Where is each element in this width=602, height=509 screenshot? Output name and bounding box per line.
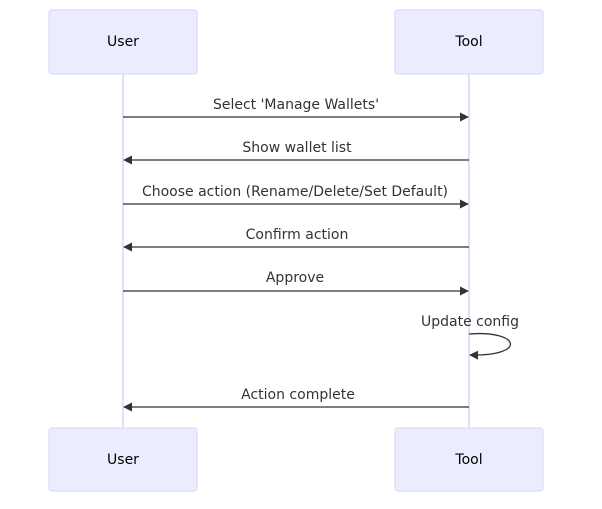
message-label: Select 'Manage Wallets' bbox=[213, 97, 379, 113]
actor-box bbox=[394, 9, 544, 75]
message: Action complete bbox=[123, 387, 469, 412]
message-label: Action complete bbox=[241, 387, 355, 403]
message-label: Confirm action bbox=[246, 227, 349, 243]
message: Approve bbox=[123, 270, 469, 296]
message-label: Choose action (Rename/Delete/Set Default… bbox=[142, 184, 448, 200]
message: Confirm action bbox=[123, 227, 469, 252]
actor-label: User bbox=[107, 34, 139, 50]
message-label: Update config bbox=[421, 314, 519, 330]
message-label: Approve bbox=[266, 270, 324, 286]
actor-label: Tool bbox=[454, 34, 482, 50]
self-message: Update config bbox=[421, 314, 519, 360]
tool-actor-bottom: Tool bbox=[394, 427, 544, 492]
message: Choose action (Rename/Delete/Set Default… bbox=[123, 184, 469, 209]
self-loop-arrow bbox=[468, 332, 512, 360]
actor-box bbox=[48, 427, 198, 492]
user-actor-bottom: User bbox=[48, 427, 198, 492]
actor-box bbox=[394, 427, 544, 492]
user-actor-top: User bbox=[48, 9, 198, 75]
tool-actor-top: Tool bbox=[394, 9, 544, 75]
message: Show wallet list bbox=[123, 140, 469, 165]
message-label: Show wallet list bbox=[242, 140, 352, 156]
message: Select 'Manage Wallets' bbox=[123, 97, 469, 122]
actor-label: User bbox=[107, 452, 139, 468]
actor-label: Tool bbox=[454, 452, 482, 468]
actor-box bbox=[48, 9, 198, 75]
